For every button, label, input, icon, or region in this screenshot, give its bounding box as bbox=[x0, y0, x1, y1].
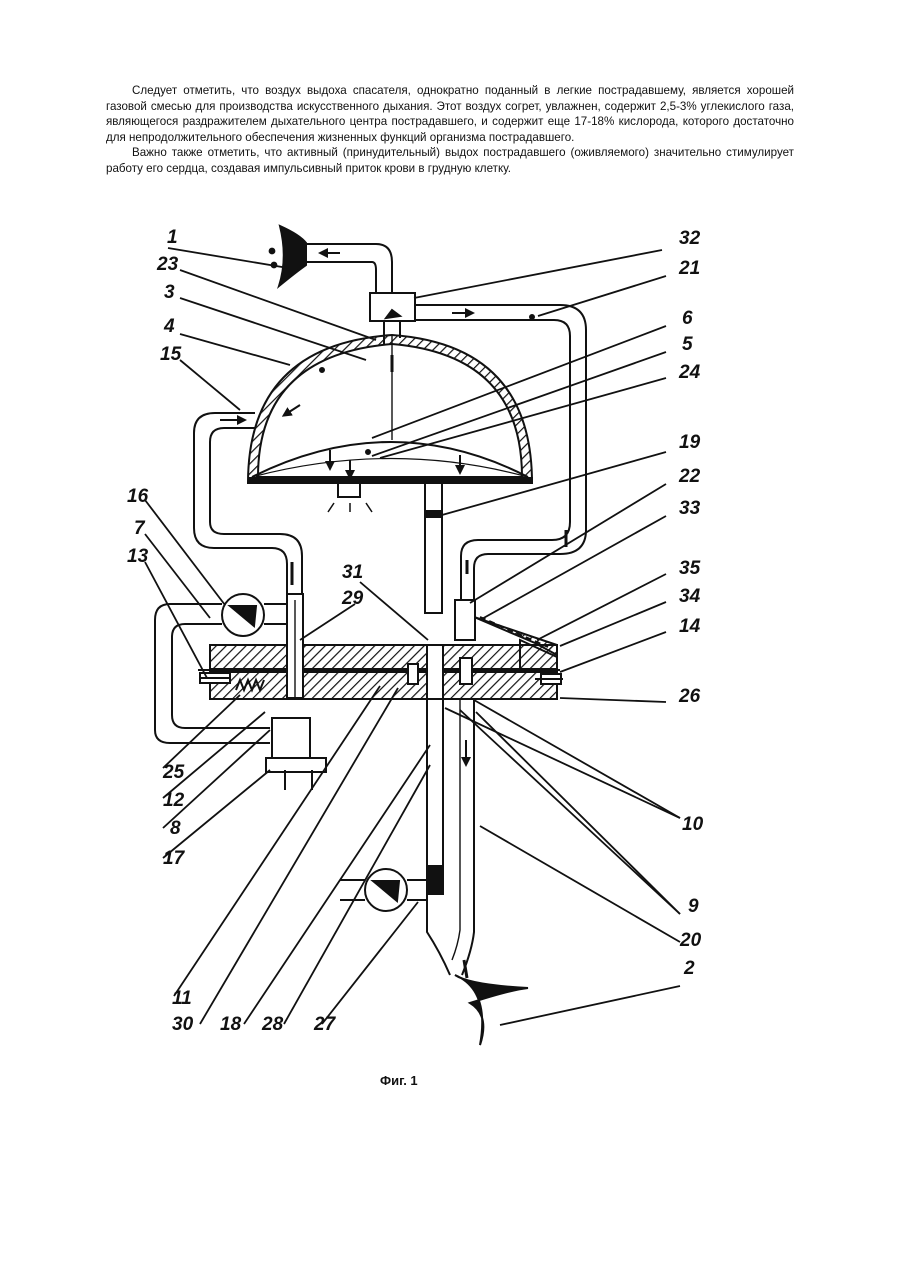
label-13: 13 bbox=[127, 546, 149, 567]
label-10: 10 bbox=[682, 814, 704, 835]
label-1: 1 bbox=[167, 227, 178, 248]
label-9: 9 bbox=[688, 896, 699, 917]
label-27: 27 bbox=[313, 1014, 337, 1035]
rod-19 bbox=[425, 483, 442, 613]
label-20: 20 bbox=[679, 930, 702, 951]
label-4: 4 bbox=[163, 316, 175, 337]
label-2: 2 bbox=[683, 958, 695, 979]
label-17: 17 bbox=[163, 848, 186, 869]
label-34: 34 bbox=[679, 586, 701, 607]
label-3: 3 bbox=[164, 282, 175, 303]
label-5: 5 bbox=[682, 334, 693, 355]
label-11: 11 bbox=[172, 988, 192, 1009]
label-12: 12 bbox=[163, 790, 185, 811]
label-21: 21 bbox=[678, 258, 700, 279]
label-15: 15 bbox=[160, 344, 182, 365]
label-25: 25 bbox=[162, 762, 185, 783]
label-26: 26 bbox=[678, 686, 701, 707]
valve-16 bbox=[200, 594, 287, 636]
label-7: 7 bbox=[134, 518, 146, 539]
label-8: 8 bbox=[170, 818, 181, 839]
label-32: 32 bbox=[679, 228, 701, 249]
label-35: 35 bbox=[679, 558, 701, 579]
label-24: 24 bbox=[678, 362, 701, 383]
mask-2 bbox=[455, 975, 528, 1045]
label-14: 14 bbox=[679, 616, 701, 637]
label-30: 30 bbox=[172, 1014, 194, 1035]
mouthpiece-1 bbox=[270, 226, 392, 293]
label-19: 19 bbox=[679, 432, 701, 453]
label-18: 18 bbox=[220, 1014, 242, 1035]
label-16: 16 bbox=[127, 486, 149, 507]
figure-caption: Фиг. 1 bbox=[380, 1073, 418, 1088]
label-29: 29 bbox=[341, 588, 364, 609]
label-28: 28 bbox=[261, 1014, 284, 1035]
dome-chamber bbox=[248, 335, 533, 512]
label-6: 6 bbox=[682, 308, 693, 329]
label-23: 23 bbox=[156, 254, 179, 275]
label-31: 31 bbox=[342, 562, 363, 583]
label-22: 22 bbox=[678, 466, 701, 487]
outlet-pipe bbox=[340, 699, 474, 978]
label-33: 33 bbox=[679, 498, 701, 519]
